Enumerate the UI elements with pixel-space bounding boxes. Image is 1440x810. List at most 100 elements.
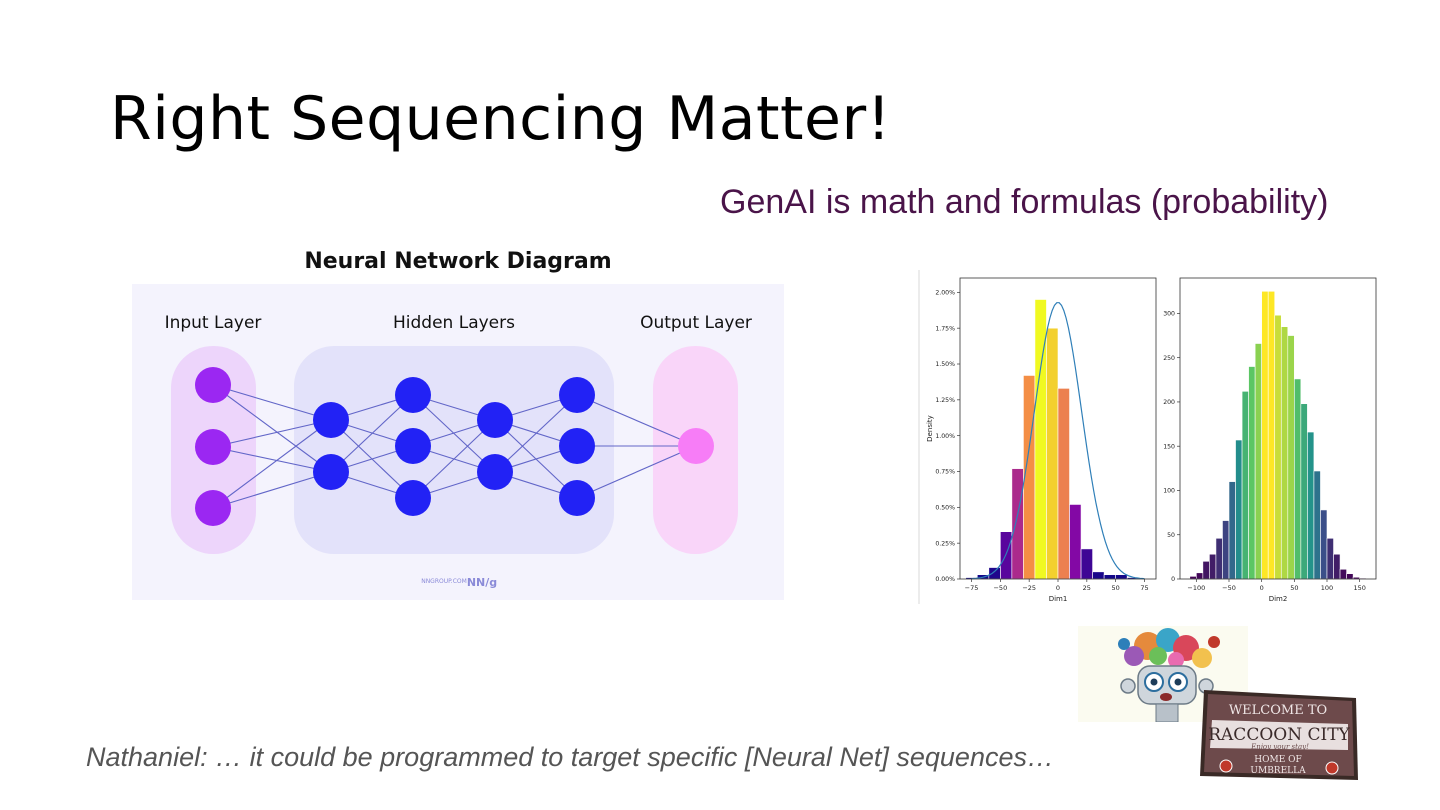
- nn-edge: [212, 471, 332, 509]
- input-node: [195, 367, 231, 403]
- histogram-bar: [1202, 560, 1210, 580]
- histogram-bar: [1313, 470, 1321, 580]
- raccoon-city-sign-image: WELCOME TO RACCOON CITY Enjoy your stay!…: [1200, 690, 1358, 780]
- kde-curve: [971, 302, 1145, 580]
- x-axis-label: Dim2: [1269, 595, 1288, 603]
- hidden3-node: [477, 402, 513, 438]
- neural-network-diagram: Neural Network Diagram Input Layer Hidde…: [132, 249, 784, 600]
- histogram-bar: [1222, 520, 1230, 580]
- x-tick-label: −75: [965, 584, 979, 592]
- histogram-bar: [1346, 573, 1354, 580]
- hidden4-node: [559, 428, 595, 464]
- histogram-bar: [1261, 290, 1269, 580]
- plot-frame: [1179, 277, 1377, 580]
- nn-edge: [576, 394, 697, 447]
- nn-nodes: [195, 367, 714, 526]
- histogram-bar: [1326, 537, 1334, 580]
- y-tick-label: 0.00%: [935, 576, 955, 583]
- nn-diagram-title: Neural Network Diagram: [304, 249, 611, 274]
- x-tick-label: −100: [1187, 584, 1205, 592]
- histogram-bar: [1196, 572, 1204, 580]
- y-tick-label: 0.25%: [935, 540, 955, 547]
- hidden4-node: [559, 480, 595, 516]
- sign-line3: Enjoy your stay!: [1250, 743, 1309, 751]
- hidden4-node: [559, 377, 595, 413]
- hidden1-node: [313, 402, 349, 438]
- hidden2-node: [395, 428, 431, 464]
- histogram-bar: [1287, 335, 1295, 580]
- histogram-bar: [1046, 327, 1059, 580]
- histogram-bar: [988, 567, 1001, 580]
- input-node: [195, 490, 231, 526]
- histogram-bar: [1294, 378, 1302, 580]
- y-tick-label: 0.75%: [935, 469, 955, 476]
- histogram-bar: [1115, 574, 1128, 580]
- robot-hands: [1120, 678, 1214, 694]
- x-tick-label: 75: [1140, 584, 1148, 592]
- umbrella-logo-left: [1219, 759, 1233, 773]
- x-tick-label: 25: [1083, 584, 1091, 592]
- histogram-bar: [1267, 290, 1276, 580]
- hidden-layers-panel: [294, 346, 614, 554]
- slide-subtitle: GenAI is math and formulas (probability): [720, 183, 1329, 221]
- histogram-bar: [1300, 403, 1308, 580]
- nn-edge: [212, 419, 332, 509]
- histogram-bar: [1280, 326, 1289, 580]
- x-tick-label: −25: [1022, 584, 1036, 592]
- y-tick-label: 0.50%: [935, 505, 955, 512]
- histogram-bar: [1092, 571, 1105, 580]
- sign-line1: WELCOME TO: [1229, 703, 1327, 718]
- hidden1-node: [313, 454, 349, 490]
- watermark-small: NNGROUP.COM: [421, 578, 467, 585]
- y-tick-label: 1.25%: [935, 397, 955, 404]
- y-tick-label: 250: [1163, 355, 1175, 362]
- histogram-bar: [1274, 314, 1282, 580]
- x-tick-label: −50: [1222, 584, 1236, 592]
- nn-edge: [494, 394, 578, 473]
- nn-edge: [212, 384, 332, 421]
- y-tick-label: 100: [1163, 488, 1175, 495]
- histogram-bar: [1011, 468, 1024, 580]
- slide-title: Right Sequencing Matter!: [110, 84, 892, 154]
- y-tick-label: 0: [1171, 576, 1175, 583]
- sign-line4: HOME OF: [1254, 755, 1302, 765]
- histogram-bar: [1209, 553, 1217, 580]
- histogram-bar: [1215, 537, 1223, 580]
- hidden2-node: [395, 480, 431, 516]
- x-tick-label: 0: [1056, 584, 1060, 592]
- histogram-bar: [1320, 509, 1328, 580]
- histogram-bar: [1307, 431, 1315, 580]
- y-tick-label: 150: [1163, 443, 1175, 450]
- nn-edge: [212, 384, 332, 473]
- histogram-bar: [1254, 343, 1262, 580]
- histogram-bar: [1057, 388, 1070, 580]
- robot-head: [1137, 665, 1197, 722]
- watermark-logo: NN/g: [467, 576, 497, 589]
- x-tick-label: −50: [993, 584, 1007, 592]
- x-tick-label: 50: [1112, 584, 1120, 592]
- hidden-layers-label: Hidden Layers: [393, 313, 515, 333]
- nn-edge: [576, 445, 697, 499]
- output-layer-label: Output Layer: [640, 313, 752, 333]
- sign-line2: RACCOON CITY: [1208, 725, 1350, 745]
- histogram-bar: [1103, 574, 1116, 580]
- input-layer-label: Input Layer: [165, 313, 262, 333]
- hidden3-node: [477, 454, 513, 490]
- histogram-bar: [1080, 548, 1093, 580]
- sign-line5: UMBRELLA: [1250, 766, 1306, 776]
- nn-edge: [412, 419, 496, 499]
- y-tick-label: 300: [1163, 311, 1175, 318]
- slide-caption: Nathaniel: … it could be programmed to t…: [86, 742, 1054, 772]
- histogram-bar: [1333, 553, 1341, 580]
- output-node: [678, 428, 714, 464]
- umbrella-logo-right: [1325, 761, 1339, 775]
- confused-robot-image: [1078, 626, 1248, 722]
- y-tick-label: 1.75%: [935, 325, 955, 332]
- brain-explosion: [1118, 628, 1220, 668]
- x-tick-label: 100: [1321, 584, 1333, 592]
- y-tick-label: 200: [1163, 399, 1175, 406]
- histogram-bar: [1069, 504, 1082, 580]
